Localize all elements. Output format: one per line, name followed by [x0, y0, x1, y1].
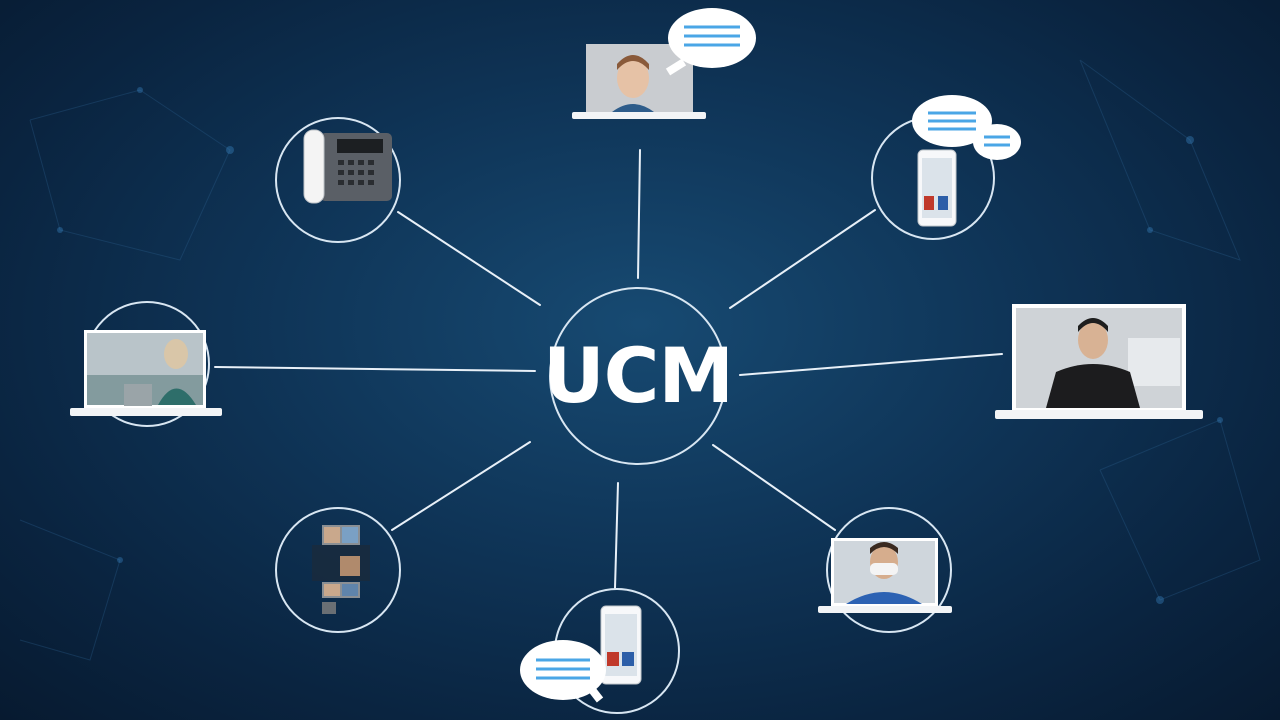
connector-top-left	[397, 211, 541, 306]
chat-bubble-icon	[665, 8, 756, 76]
background-network	[19, 59, 1261, 661]
smartphone-bottom-node[interactable]	[520, 588, 680, 714]
connector-bottom-left	[391, 441, 531, 531]
smartphone-icon	[917, 149, 957, 227]
background-glow-dots	[57, 87, 1223, 604]
laptop-left-node[interactable]	[70, 301, 222, 427]
chat-bubble-icon	[520, 640, 606, 703]
laptop-bottom-right-node[interactable]	[818, 507, 952, 633]
connector-lines	[214, 149, 1003, 589]
connector-bottom	[614, 482, 619, 589]
hub-label: UCM	[542, 330, 734, 420]
connector-top	[637, 149, 641, 279]
laptop-top-node[interactable]	[572, 8, 756, 119]
connector-right	[739, 353, 1003, 376]
smartphone-icon	[600, 605, 642, 685]
person-avatar	[612, 55, 654, 112]
connector-top-right	[729, 209, 876, 309]
person-avatar	[124, 339, 196, 406]
connector-left	[214, 366, 536, 372]
smartphone-top-right-node[interactable]	[871, 95, 1021, 240]
laptop-right-node[interactable]	[995, 304, 1203, 419]
desk-phone-node[interactable]	[275, 117, 401, 243]
person-avatar	[846, 542, 922, 604]
video-tiles-node[interactable]	[275, 507, 401, 633]
hub-circle	[549, 287, 727, 465]
person-avatar	[1046, 318, 1140, 408]
connector-bottom-right	[712, 444, 836, 531]
video-tiles-icon	[312, 525, 370, 614]
chat-bubble-icon	[912, 95, 1021, 160]
desk-phone-icon	[303, 129, 392, 204]
